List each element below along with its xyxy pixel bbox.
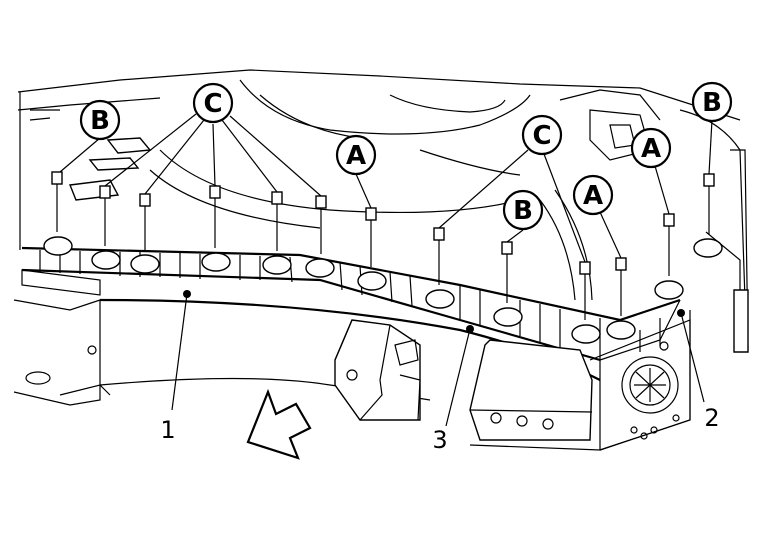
bolt bbox=[663, 213, 675, 276]
bolt bbox=[209, 185, 221, 248]
callout-c-label: C bbox=[203, 89, 222, 119]
callout-a-right-lower: A bbox=[572, 174, 614, 216]
part-number-3: 3 bbox=[432, 426, 447, 454]
bolt bbox=[615, 257, 627, 316]
center-front-bracket bbox=[334, 319, 421, 421]
part-number-2: 2 bbox=[704, 404, 719, 432]
bolt bbox=[99, 185, 111, 246]
callout-a-right-upper: A bbox=[630, 127, 672, 169]
callout-a-label: A bbox=[641, 134, 661, 164]
callout-c-right: C bbox=[521, 114, 563, 156]
part-1-location-dot bbox=[183, 290, 191, 298]
bolt bbox=[703, 173, 715, 234]
left-lower-bracket bbox=[13, 269, 111, 406]
callout-a-label: A bbox=[583, 181, 603, 211]
callout-b-left: B bbox=[79, 99, 121, 141]
bolt bbox=[139, 193, 151, 250]
bolt bbox=[51, 171, 63, 232]
callout-b-label: B bbox=[513, 196, 533, 226]
part-number-1: 1 bbox=[160, 416, 175, 444]
callout-leader-lines bbox=[59, 113, 713, 427]
fastener-bolts bbox=[51, 171, 715, 320]
part-2-location-dot bbox=[677, 309, 685, 317]
callout-b-center: B bbox=[502, 189, 544, 231]
right-vertical-member bbox=[705, 231, 749, 353]
fastener-washers bbox=[43, 236, 723, 344]
callout-c-label: C bbox=[532, 121, 551, 151]
callout-b-label: B bbox=[90, 106, 110, 136]
bolt bbox=[433, 227, 445, 285]
vehicle-body-background bbox=[17, 69, 749, 351]
callout-b-label: B bbox=[702, 88, 722, 118]
part-3-location-dot bbox=[466, 325, 474, 333]
callout-a-center: A bbox=[335, 134, 377, 176]
callout-a-label: A bbox=[346, 141, 366, 171]
bolt bbox=[365, 207, 377, 267]
front-direction-arrow bbox=[246, 388, 312, 460]
callout-b-right: B bbox=[691, 81, 733, 123]
callout-c-left: C bbox=[192, 82, 234, 124]
right-front-bracket bbox=[469, 339, 593, 441]
bolt bbox=[315, 195, 327, 254]
right-side-crash-box bbox=[589, 319, 691, 451]
